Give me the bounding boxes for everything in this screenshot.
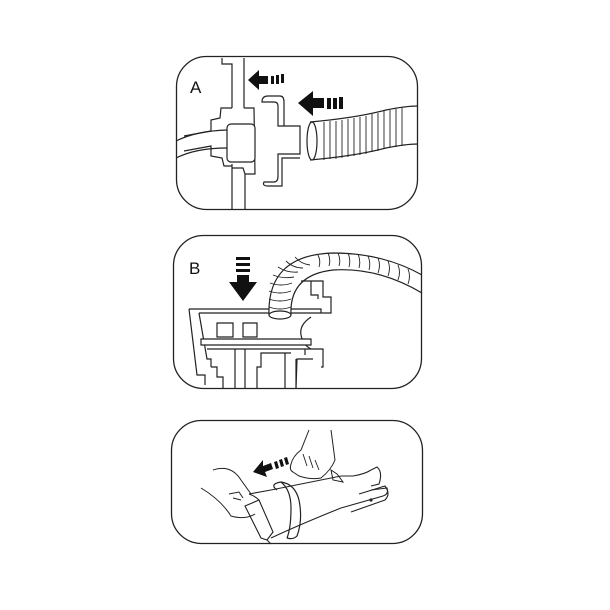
panel-label-a: A: [190, 78, 202, 97]
panel-b: B: [172, 234, 423, 390]
panel-label-b: B: [189, 259, 201, 278]
arrow-left-large-icon: [298, 91, 343, 116]
arrow-left-small-icon: [248, 70, 284, 90]
panel-c: [170, 419, 424, 545]
panel-a-drawing: [175, 55, 419, 211]
panel-a: A: [175, 55, 419, 211]
panel-b-drawing: [172, 234, 423, 390]
arrow-left-icon: [253, 457, 289, 477]
arrow-down-icon: [229, 257, 257, 301]
panel-c-drawing: [170, 419, 424, 545]
